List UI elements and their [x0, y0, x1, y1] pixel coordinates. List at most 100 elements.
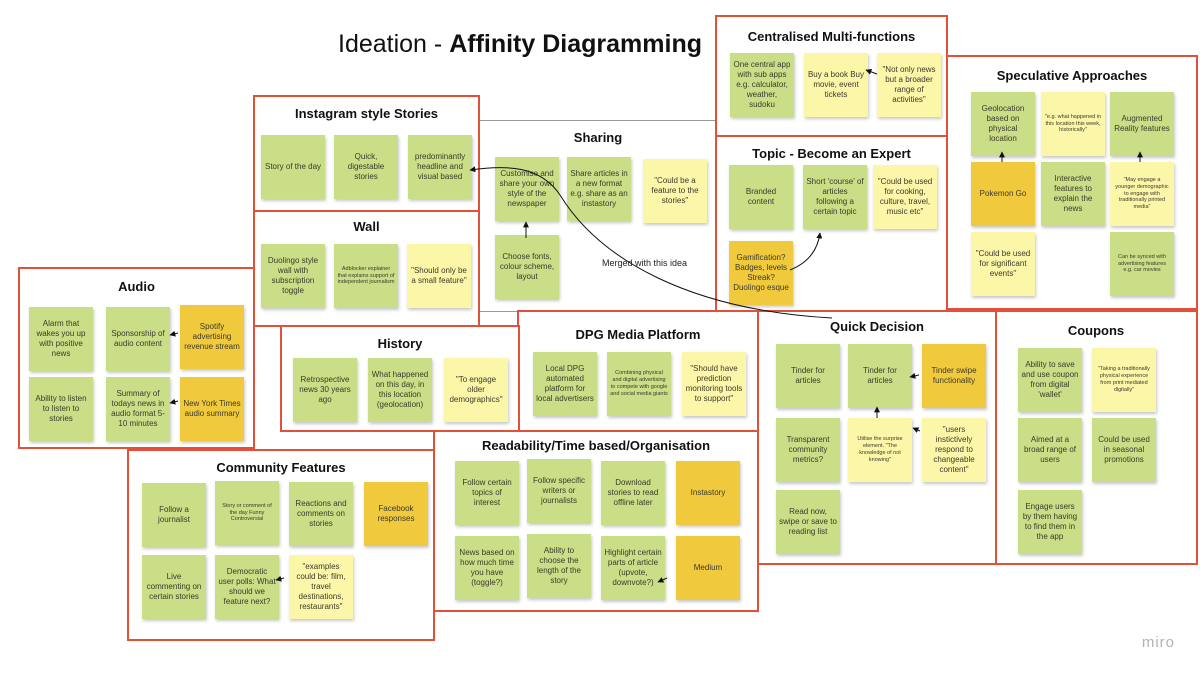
sticky-note[interactable]: Follow certain topics of interest	[455, 461, 519, 525]
cluster-audio: Audio Alarm that wakes you up with posit…	[18, 267, 255, 449]
cluster-community-features: Community Features Follow a journalist S…	[127, 449, 435, 641]
cluster-title: Coupons	[1067, 323, 1125, 338]
cluster-title: History	[377, 336, 423, 351]
sticky-note[interactable]: Adblocker explainer that explains suppor…	[334, 244, 398, 308]
sticky-note[interactable]: "Could be used for significant events"	[971, 232, 1035, 296]
sticky-note[interactable]: "Not only news but a broader range of ac…	[877, 53, 941, 117]
sticky-note[interactable]: "Could be used for cooking, culture, tra…	[873, 165, 937, 229]
sticky-note[interactable]: Democratic user polls: What should we fe…	[215, 555, 279, 619]
sticky-note[interactable]: Gamification? Badges, levels Streak? Duo…	[729, 241, 793, 305]
sticky-note[interactable]: Interactive features to explain the news	[1041, 162, 1105, 226]
sticky-note[interactable]: Quick, digestable stories	[334, 135, 398, 199]
sticky-note[interactable]: Story of the day	[261, 135, 325, 199]
sticky-note[interactable]: Utilise the surprise element. "The knowl…	[848, 418, 912, 482]
cluster-readability-time-based-organisation: Readability/Time based/Organisation Foll…	[433, 430, 759, 612]
cluster-coupons: Coupons Ability to save and use coupon f…	[994, 310, 1198, 565]
cluster-dpg-media-platform: DPG Media Platform Local DPG automated p…	[517, 310, 759, 432]
sticky-note[interactable]: Ability to save and use coupon from digi…	[1018, 348, 1082, 412]
cluster-wall: Wall Duolingo style wall with subscripti…	[253, 210, 480, 327]
sticky-note[interactable]: Can be synced with advertising features …	[1110, 232, 1174, 296]
cluster-sharing: Sharing Customise and share your own sty…	[478, 120, 718, 312]
sticky-note[interactable]: Short 'course' of articles following a c…	[803, 165, 867, 229]
sticky-note[interactable]: "e.g. what happened in this location thi…	[1041, 92, 1105, 156]
sticky-note[interactable]: Geolocation based on physical location	[971, 92, 1035, 156]
sticky-note[interactable]: Aimed at a broad range of users	[1018, 418, 1082, 482]
sticky-note[interactable]: Tinder for articles	[848, 344, 912, 408]
sticky-note[interactable]: Medium	[676, 536, 740, 600]
sticky-note[interactable]: Ability to listen to listen to stories	[29, 377, 93, 441]
cluster-title: Sharing	[573, 130, 623, 145]
sticky-note[interactable]: Follow specific writers or journalists	[527, 459, 591, 523]
arrow-connector	[275, 575, 285, 582]
sticky-note[interactable]: Local DPG automated platform for local a…	[533, 352, 597, 416]
sticky-note[interactable]: Spotify advertising revenue stream	[180, 305, 244, 369]
sticky-note[interactable]: Customise and share your own style of th…	[495, 157, 559, 221]
sticky-note[interactable]: Facebook responses	[364, 482, 428, 546]
cluster-title: Instagram style Stories	[294, 106, 439, 121]
sticky-note[interactable]: Transparent community metrics?	[776, 418, 840, 482]
sticky-note[interactable]: "examples could be: film, travel destina…	[289, 555, 353, 619]
cluster-title: Topic - Become an Expert	[752, 146, 911, 161]
merge-connector	[469, 166, 833, 319]
sticky-note[interactable]: "users instictively respond to changeabl…	[922, 418, 986, 482]
sticky-note[interactable]: Read now, swipe or save to reading list	[776, 490, 840, 554]
cluster-title: Readability/Time based/Organisation	[481, 438, 711, 453]
sticky-note[interactable]: Reactions and comments on stories	[289, 482, 353, 546]
sticky-note[interactable]: Could be used in seasonal promotions	[1092, 418, 1156, 482]
sticky-note[interactable]: Story or comment of the day Funny Contro…	[215, 481, 279, 545]
cluster-title: DPG Media Platform	[575, 327, 701, 342]
sticky-note[interactable]: Duolingo style wall with subscription to…	[261, 244, 325, 308]
sticky-note[interactable]: Share articles in a new format e.g. shar…	[567, 157, 631, 221]
sticky-note[interactable]: "May engage a younger demographic to eng…	[1110, 162, 1174, 226]
sticky-note[interactable]: Tinder for articles	[776, 344, 840, 408]
sticky-note[interactable]: Engage users by them having to find them…	[1018, 490, 1082, 554]
arrow-connector	[169, 330, 179, 337]
cluster-history: History Retrospective news 30 years ago …	[280, 325, 520, 432]
sticky-note[interactable]: Live commenting on certain stories	[142, 555, 206, 619]
arrow-connector	[912, 427, 921, 433]
sticky-note[interactable]: Summary of todays news in audio format 5…	[106, 377, 170, 441]
cluster-topic-become-an-expert: Topic - Become an Expert Branded content…	[715, 135, 948, 312]
cluster-title: Speculative Approaches	[996, 68, 1148, 83]
sticky-note[interactable]: New York Times audio summary	[180, 377, 244, 441]
sticky-note[interactable]: Follow a journalist	[142, 483, 206, 547]
page-title: Ideation - Affinity Diagramming	[338, 30, 702, 58]
cluster-title: Community Features	[216, 460, 346, 475]
sticky-note[interactable]: "Could be a feature to the stories"	[643, 159, 707, 223]
sticky-note[interactable]: Branded content	[729, 165, 793, 229]
sticky-note[interactable]: Combining physical and digital advertisi…	[607, 352, 671, 416]
sticky-note[interactable]: Sponsorship of audio content	[106, 307, 170, 371]
sticky-note[interactable]: Augmented Reality features	[1110, 92, 1174, 156]
cluster-centralised-multi-functions: Centralised Multi-functions One central …	[715, 15, 948, 137]
merge-label: Merged with this idea	[602, 258, 688, 268]
sticky-note[interactable]: Retrospective news 30 years ago	[293, 358, 357, 422]
arrow-connector	[865, 69, 878, 75]
sticky-note[interactable]: Alarm that wakes you up with positive ne…	[29, 307, 93, 371]
sticky-note[interactable]: predominantly headline and visual based	[408, 135, 472, 199]
arrow-connector	[169, 398, 179, 405]
sticky-note[interactable]: Instastory	[676, 461, 740, 525]
sticky-note[interactable]: What happened on this day, in this locat…	[368, 358, 432, 422]
cluster-title: Audio	[118, 279, 155, 294]
sticky-note[interactable]: "Should only be a small feature"	[407, 244, 471, 308]
sticky-note[interactable]: "To engage older demographics"	[444, 358, 508, 422]
sticky-note[interactable]: Highlight certain parts of article (upvo…	[601, 536, 665, 600]
sticky-note[interactable]: Choose fonts, colour scheme, layout	[495, 235, 559, 299]
sticky-note[interactable]: "Should have prediction monitoring tools…	[682, 352, 746, 416]
sticky-note[interactable]: Download stories to read offline later	[601, 461, 665, 525]
sticky-note[interactable]: Tinder swipe functionality	[922, 344, 986, 408]
sticky-note[interactable]: Buy a book Buy movie, event tickets	[804, 53, 868, 117]
cluster-title: Quick Decision	[830, 319, 924, 334]
sticky-note[interactable]: Pokemon Go	[971, 162, 1035, 226]
sticky-note[interactable]: One central app with sub apps e.g. calcu…	[730, 53, 794, 117]
sticky-note[interactable]: "Taking a traditionally physical experie…	[1092, 348, 1156, 412]
arrow-connector	[909, 372, 920, 379]
sticky-note[interactable]: News based on how much time you have (to…	[455, 536, 519, 600]
arrow-connector	[789, 232, 823, 271]
sticky-note[interactable]: Ability to choose the length of the stor…	[527, 534, 591, 598]
cluster-title: Centralised Multi-functions	[747, 29, 916, 44]
miro-watermark: miro	[1141, 634, 1175, 651]
cluster-speculative-approaches: Speculative Approaches Geolocation based…	[946, 55, 1198, 310]
cluster-title: Wall	[353, 219, 380, 234]
